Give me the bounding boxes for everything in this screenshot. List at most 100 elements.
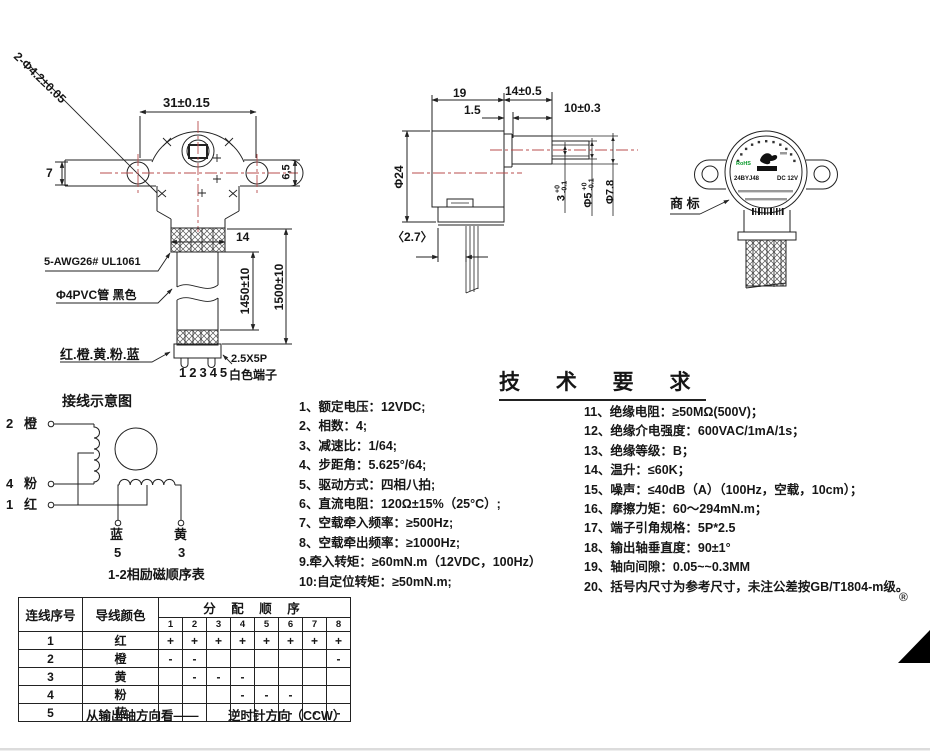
spec-item: 13、绝缘等级：B； xyxy=(584,443,695,458)
dim-total-length: 1500±10 xyxy=(272,263,286,311)
col-header-wire-no: 连线序号 xyxy=(18,597,83,632)
terminal-1-number: 1 xyxy=(6,497,14,512)
spec-item: 2、相数：4; xyxy=(299,419,368,434)
cell-mark xyxy=(278,649,303,668)
table-note-left: 从输出轴方向看—— xyxy=(86,709,199,723)
cell-mark xyxy=(206,685,231,704)
cell-mark xyxy=(302,685,327,704)
table-note-right: 逆时针方向（CCW） xyxy=(228,709,346,723)
bottom-edge-line xyxy=(0,748,930,751)
label-connector-spec: 2.5X5P xyxy=(231,353,268,365)
cell-mark xyxy=(302,667,327,686)
sequence-table-title: 1-2相励磁顺序表 xyxy=(108,567,205,582)
registered-mark: ® xyxy=(899,590,908,604)
cell-mark: + xyxy=(278,631,303,650)
dim-body-length: 19 xyxy=(453,86,467,100)
spec-item: 9.牵入转矩：≥60mN.m（12VDC，100Hz） xyxy=(299,555,542,570)
cell-wire-color: 橙 xyxy=(82,649,159,668)
spec-item: 7、空载牵入频率：≥500Hz; xyxy=(299,516,454,531)
dim-wire-bundle: 14 xyxy=(236,230,250,244)
cell-mark: - xyxy=(230,685,255,704)
cell-wire-no: 1 xyxy=(18,631,83,650)
spec-item: 14、温升：≤60K； xyxy=(584,463,691,478)
corner-triangle-mark xyxy=(898,630,930,663)
label-pvc-tube: Φ4PVC管 黑色 xyxy=(56,288,137,302)
spec-item: 11、绝缘电阻：≥50MΩ(500V)； xyxy=(584,405,764,419)
nameplate-rohs: RoHS xyxy=(736,161,751,167)
cell-wire-color: 粉 xyxy=(82,685,159,704)
dim-shaft-length: 10±0.3 xyxy=(564,101,601,115)
step-header: 2 xyxy=(182,617,207,632)
terminal-2-number: 2 xyxy=(6,416,14,431)
cell-mark: + xyxy=(230,631,255,650)
col-header-sequence: 分 配 顺 序 xyxy=(158,597,351,618)
cell-mark: + xyxy=(206,631,231,650)
cell-mark: - xyxy=(182,667,207,686)
nameplate-model: 24BYJ48 xyxy=(734,176,760,182)
cell-mark: - xyxy=(158,649,183,668)
terminal-5-color: 蓝 xyxy=(110,527,124,542)
spec-item: 4、步距角：5.625°/64; xyxy=(299,458,427,473)
spec-item: 15、噪声：≤40dB（A）（100Hz，空载，10cm）； xyxy=(584,482,863,497)
terminal-3-number: 3 xyxy=(178,545,186,560)
step-header: 7 xyxy=(302,617,327,632)
cell-mark: + xyxy=(182,631,207,650)
spec-item: 10:自定位转矩：≥50mN.m; xyxy=(299,574,452,589)
front-view-drawing xyxy=(29,65,304,368)
label-wire-colors: 红.橙.黄.粉.蓝 xyxy=(60,347,140,362)
cell-mark xyxy=(326,667,351,686)
nameplate-voltage: DC 12V xyxy=(777,176,799,182)
cell-mark: + xyxy=(302,631,327,650)
terminal-1-color: 红 xyxy=(24,497,38,512)
cell-mark: + xyxy=(254,631,279,650)
cell-mark xyxy=(158,667,183,686)
cell-mark xyxy=(278,667,303,686)
cell-mark: + xyxy=(158,631,183,650)
spec-item: 3、减速比：1/64; xyxy=(299,438,397,453)
terminal-2-color: 橙 xyxy=(24,416,38,431)
terminal-4-number: 4 xyxy=(6,476,14,491)
tech-requirements-title: 技 术 要 求 xyxy=(499,366,706,401)
dim-body-diameter: Φ24 xyxy=(392,165,406,189)
step-header: 5 xyxy=(254,617,279,632)
dim-collar: 1.5 xyxy=(464,103,481,117)
cell-mark: - xyxy=(326,649,351,668)
spec-item: 12、绝缘介电强度：600VAC/1mA/1s； xyxy=(584,424,805,439)
cell-mark xyxy=(254,649,279,668)
cell-mark xyxy=(206,649,231,668)
cell-mark: + xyxy=(326,631,351,650)
dim-tube-length: 1450±10 xyxy=(238,267,252,315)
cell-wire-no: 3 xyxy=(18,667,83,686)
cell-wire-no: 2 xyxy=(18,649,83,668)
spec-item: 6、直流电阻：120Ω±15%（25°C）; xyxy=(299,497,501,512)
cell-mark xyxy=(254,667,279,686)
terminal-4-color: 粉 xyxy=(24,476,38,491)
cell-wire-no: 5 xyxy=(18,703,83,722)
dim-wire-offset: 〈2.7〉 xyxy=(392,230,433,244)
cell-mark xyxy=(302,649,327,668)
side-view-drawing xyxy=(402,92,638,294)
step-header: 1 xyxy=(158,617,183,632)
spec-item: 17、端子引角规格：5P*2.5 xyxy=(584,521,736,536)
label-connector-type: 白色端子 xyxy=(229,368,278,382)
dim-plate-right: 6,5 xyxy=(280,164,293,180)
cell-mark xyxy=(230,649,255,668)
cell-mark: - xyxy=(182,649,207,668)
cell-mark xyxy=(326,685,351,704)
col-header-wire-color: 导线颜色 xyxy=(82,597,159,632)
spec-item: 16、摩擦力矩：60～294mN.m； xyxy=(584,502,768,517)
label-trademark: 商 标 xyxy=(670,196,700,211)
spec-item: 20、括号内尺寸为参考尺寸，未注公差按GB/T1804-m级。 xyxy=(584,579,909,594)
cell-mark xyxy=(158,685,183,704)
spec-item: 1、额定电压：12VDC; xyxy=(299,400,426,414)
terminal-5-number: 5 xyxy=(114,545,122,560)
cell-mark: - xyxy=(326,703,351,722)
